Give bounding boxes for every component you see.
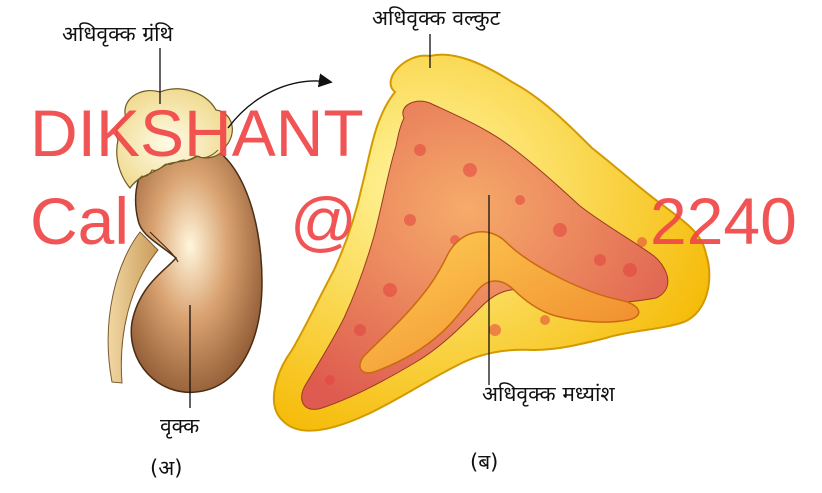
watermark-line-2-at: @: [290, 188, 357, 254]
label-adrenal-medulla: अधिवृक्क मध्यांश: [482, 384, 615, 405]
watermark-line-2-end: 2240: [650, 188, 797, 254]
label-panel-b: (ब): [470, 452, 498, 473]
watermark-line-1: DIKSHANT: [30, 100, 364, 166]
watermark-line-2-start: Cal: [30, 188, 129, 254]
label-adrenal-gland: अधिवृक्क ग्रंथि: [62, 24, 173, 45]
kidney-shape: [131, 140, 262, 392]
label-adrenal-cortex: अधिवृक्क वल्कुट: [372, 8, 500, 29]
label-panel-a: (अ): [150, 458, 182, 479]
label-kidney: वृक्क: [160, 416, 199, 437]
